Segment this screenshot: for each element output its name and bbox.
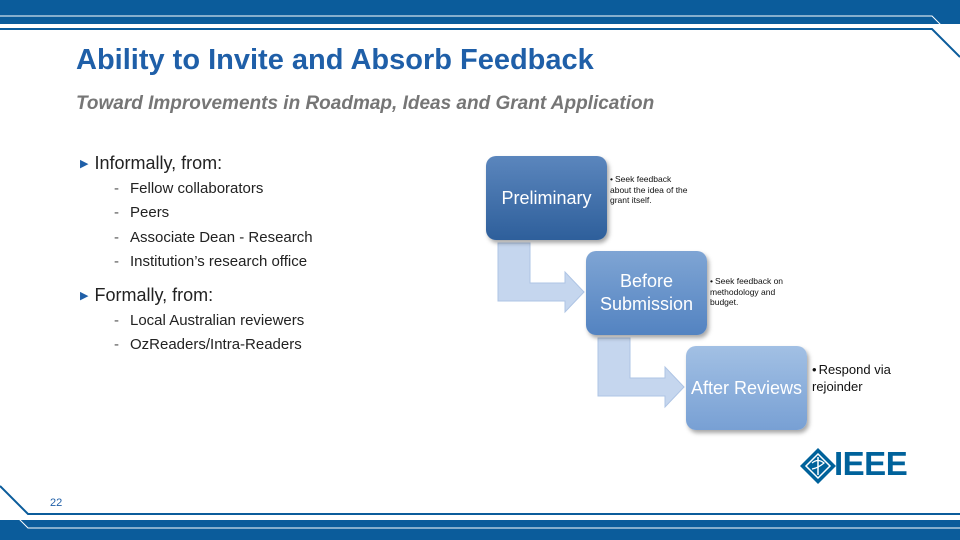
step-label: Preliminary xyxy=(501,187,592,208)
sub-bullet-label: Local Australian reviewers xyxy=(130,311,305,329)
sub-bullet-item: -Peers xyxy=(80,201,440,226)
process-step-before-submission: Before Submission xyxy=(586,251,707,335)
step-note-text: Seek feedback on methodology and budget. xyxy=(710,276,784,307)
sub-bullet-item: -Fellow collaborators xyxy=(80,176,440,201)
bullet-dot-icon: • xyxy=(812,362,817,377)
sub-bullet-item: -OzReaders/Intra-Readers xyxy=(80,333,440,358)
step-note-after-reviews: •Respond via rejoinder xyxy=(812,361,892,395)
slide-title: Ability to Invite and Absorb Feedback xyxy=(76,44,594,76)
step-label: After Reviews xyxy=(690,377,803,398)
step-note-before-submission: •Seek feedback on methodology and budget… xyxy=(710,276,798,308)
dash-icon: - xyxy=(114,204,119,222)
step-note-text: Seek feedback about the idea of the gran… xyxy=(610,174,688,205)
step-label: Before Submission xyxy=(599,271,694,314)
sub-bullet-label: Institution’s research office xyxy=(130,253,308,271)
sub-bullet-item: -Institution’s research office xyxy=(80,250,440,275)
triangle-bullet-icon: ▶ xyxy=(80,157,89,170)
slide-subtitle: Toward Improvements in Roadmap, Ideas an… xyxy=(76,93,655,114)
sub-bullet-item: -Associate Dean - Research xyxy=(80,225,440,250)
bullet-list: ▶ Informally, from: -Fellow collaborator… xyxy=(80,150,440,365)
ieee-logo-icon xyxy=(800,448,836,484)
sub-bullet-label: Peers xyxy=(130,204,170,222)
dash-icon: - xyxy=(114,179,119,197)
page-number: 22 xyxy=(50,497,63,509)
bullet-dot-icon: • xyxy=(610,174,613,184)
bullet-group-formal: ▶ Formally, from: -Local Australian revi… xyxy=(80,282,440,357)
step-note-preliminary: •Seek feedback about the idea of the gra… xyxy=(610,174,692,206)
sub-bullet-label: OzReaders/Intra-Readers xyxy=(130,336,302,354)
dash-icon: - xyxy=(114,336,119,354)
sub-bullet-label: Fellow collaborators xyxy=(130,179,264,197)
process-step-preliminary: Preliminary xyxy=(486,156,607,240)
bullet-dot-icon: • xyxy=(710,276,713,286)
sub-bullet-item: -Local Australian reviewers xyxy=(80,308,440,333)
bullet-item: ▶ Informally, from: xyxy=(80,150,440,176)
sub-bullet-label: Associate Dean - Research xyxy=(130,228,313,246)
bullet-item: ▶ Formally, from: xyxy=(80,282,440,308)
dash-icon: - xyxy=(114,311,119,329)
bullet-label: Informally, from: xyxy=(94,152,223,173)
bullet-label: Formally, from: xyxy=(94,284,214,305)
dash-icon: - xyxy=(114,253,119,271)
step-note-text: Respond via rejoinder xyxy=(812,362,891,394)
dash-icon: - xyxy=(114,228,119,246)
process-step-after-reviews: After Reviews xyxy=(686,346,807,430)
triangle-bullet-icon: ▶ xyxy=(80,289,89,302)
ieee-logo-text: IEEE xyxy=(834,445,908,482)
bullet-group-informal: ▶ Informally, from: -Fellow collaborator… xyxy=(80,150,440,274)
